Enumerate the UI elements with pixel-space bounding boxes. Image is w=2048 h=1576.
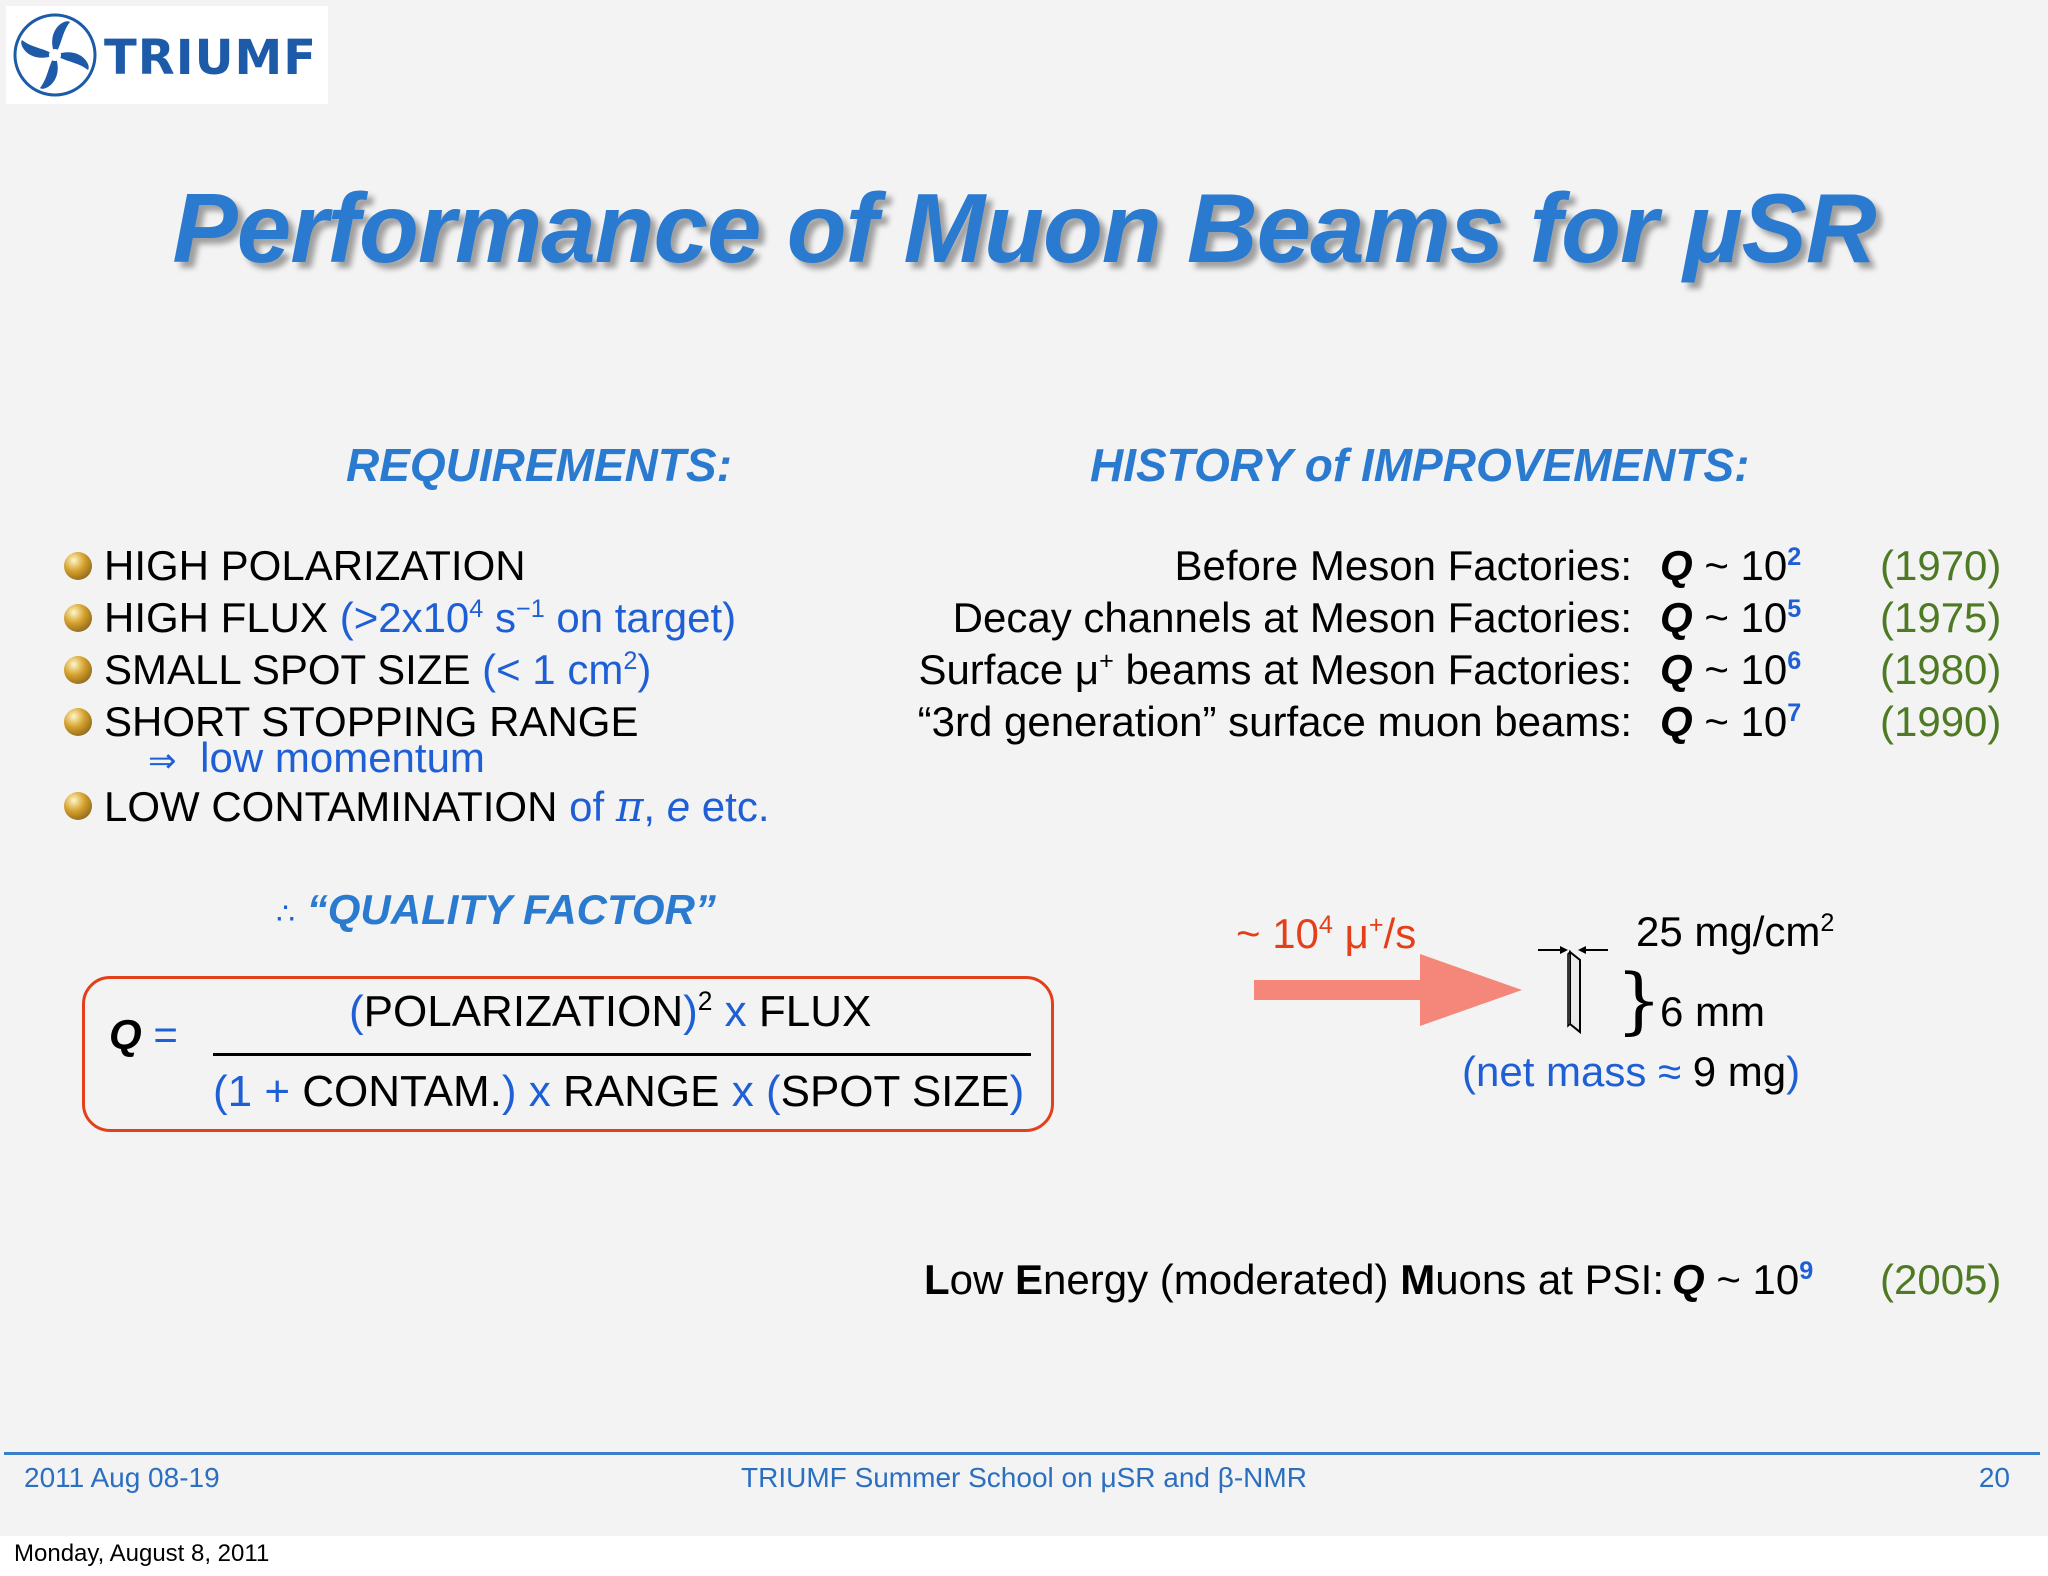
requirements-heading: REQUIREMENTS: bbox=[346, 439, 732, 491]
beam-arrow-icon bbox=[1254, 954, 1522, 1026]
quality-factor-label: ∴ “QUALITY FACTOR” bbox=[276, 886, 716, 933]
footer-page-number: 20 bbox=[1978, 1462, 2010, 1493]
req-detail: (>2x104 s−1 on target) bbox=[339, 594, 737, 641]
slide: TRIUMF Performance of Muon Beams for μSR… bbox=[0, 0, 2048, 1536]
page-title: Performance of Muon Beams for μSR bbox=[172, 173, 1876, 283]
lem-q: Q ~ 109 bbox=[1672, 1256, 1814, 1303]
list-item: SHORT STOPPING RANGE bbox=[104, 698, 638, 746]
net-mass: (net mass ≈ 9 mg) bbox=[1462, 1048, 1801, 1095]
req-text: LOW CONTAMINATION bbox=[104, 783, 570, 830]
logo-text: TRIUMF bbox=[104, 30, 318, 86]
beam-rate: ~ 104 μ+/s bbox=[1236, 910, 1417, 957]
implies-arrow-icon: ⇒ bbox=[148, 742, 177, 780]
history-heading: HISTORY of IMPROVEMENTS: bbox=[1090, 439, 1750, 491]
formula-numerator: (POLARIZATION)2 x FLUX bbox=[349, 986, 872, 1036]
bullet-icon bbox=[64, 552, 92, 580]
footer-center: TRIUMF Summer School on μSR and β-NMR bbox=[741, 1462, 1307, 1493]
req-text: SMALL SPOT SIZE bbox=[104, 646, 483, 693]
lem-label: Low Energy (moderated) Muons at PSI: bbox=[923, 1256, 1664, 1303]
lem-year: (2005) bbox=[1880, 1256, 2002, 1303]
list-item: LOW CONTAMINATION of π, e etc. bbox=[104, 782, 770, 831]
quality-factor-formula: Q = (POLARIZATION)2 x FLUX (1 + CONTAM.)… bbox=[82, 976, 1054, 1132]
target-thickness: 25 mg/cm2 bbox=[1636, 908, 1835, 955]
date-caption: Monday, August 8, 2011 bbox=[14, 1540, 270, 1567]
formula-lhs: Q = bbox=[109, 1011, 178, 1058]
req-text: SHORT STOPPING RANGE bbox=[104, 698, 639, 745]
req-subtext: low momentum bbox=[200, 734, 485, 781]
triumf-pinwheel-icon bbox=[13, 13, 97, 97]
req-text: HIGH FLUX bbox=[104, 594, 340, 641]
triumf-logo: TRIUMF bbox=[6, 6, 328, 104]
req-subitem: ⇒ low momentum bbox=[148, 734, 485, 782]
list-item: SMALL SPOT SIZE (< 1 cm2) bbox=[104, 646, 651, 694]
footer-date: 2011 Aug 08-19 bbox=[24, 1462, 220, 1493]
target-size: 6 mm bbox=[1660, 988, 1765, 1035]
bullet-icon bbox=[64, 656, 92, 684]
bullet-icon bbox=[64, 708, 92, 736]
req-detail: (< 1 cm2) bbox=[482, 646, 652, 693]
req-text: HIGH POLARIZATION bbox=[104, 542, 526, 589]
list-item: HIGH FLUX (>2x104 s−1 on target) bbox=[104, 594, 736, 642]
footer-divider bbox=[4, 1452, 2040, 1455]
target-foil-icon bbox=[1538, 946, 1608, 1035]
fraction-bar bbox=[213, 1053, 1031, 1056]
req-detail: of π, e etc. bbox=[569, 782, 770, 831]
bullet-icon bbox=[64, 604, 92, 632]
bullet-icon bbox=[64, 792, 92, 820]
brace-icon: } bbox=[1616, 958, 1662, 1042]
list-item: HIGH POLARIZATION bbox=[104, 542, 526, 590]
formula-denominator: (1 + CONTAM.) x RANGE x (SPOT SIZE) bbox=[213, 1067, 1025, 1116]
